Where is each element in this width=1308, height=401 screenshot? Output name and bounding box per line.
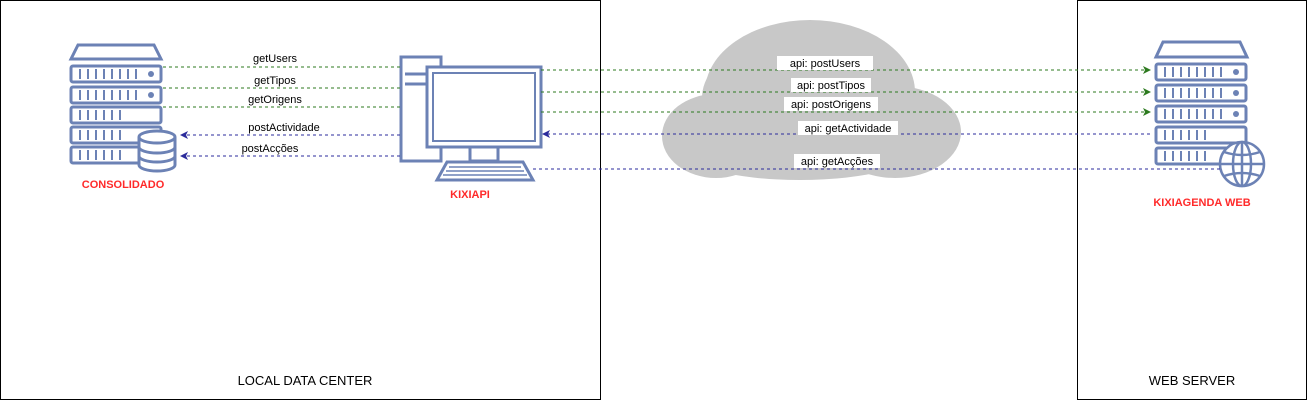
- local-link-2: getOrigens: [163, 94, 400, 108]
- link-label: getUsers: [253, 53, 298, 65]
- kixiagenda-label: KIXIAGENDA WEB: [1153, 197, 1250, 209]
- link-label: api: postOrigens: [791, 99, 872, 111]
- server-icon: [68, 43, 164, 165]
- link-label: postActividade: [248, 122, 320, 134]
- link-label: api: getAcções: [801, 156, 874, 168]
- web-link-0: api: postUsers: [541, 56, 1151, 74]
- local-zone-label: LOCAL DATA CENTER: [238, 373, 373, 388]
- web-zone-label: WEB SERVER: [1149, 373, 1235, 388]
- consolidado-label: CONSOLIDADO: [82, 179, 165, 191]
- globe-icon: [1218, 140, 1266, 188]
- link-label: api: getActividade: [805, 123, 892, 135]
- local-link-0: getUsers: [163, 53, 400, 68]
- web-link-4: api: getAcções: [531, 154, 1220, 170]
- web-link-1: api: postTipos: [541, 78, 1151, 96]
- kixiapi-label: KIXIAPI: [450, 189, 490, 201]
- link-label: api: postUsers: [790, 58, 861, 70]
- link-label: getTipos: [254, 75, 296, 87]
- link-label: getOrigens: [248, 94, 302, 106]
- local-data-center-zone: [0, 0, 601, 400]
- web-link-2: api: postOrigens: [541, 97, 1151, 116]
- local-link-1: getTipos: [163, 75, 400, 89]
- web-server-zone: [1077, 0, 1307, 400]
- web-link-3: api: getActividade: [542, 121, 1150, 138]
- desktop-computer-icon: [399, 55, 543, 182]
- database-icon: [137, 129, 177, 173]
- link-label: postAcções: [242, 143, 299, 155]
- link-label: api: postTipos: [797, 80, 866, 92]
- web-server-icon: [1153, 40, 1250, 166]
- local-link-3: postActividade: [180, 122, 400, 139]
- local-link-4: postAcções: [180, 143, 400, 160]
